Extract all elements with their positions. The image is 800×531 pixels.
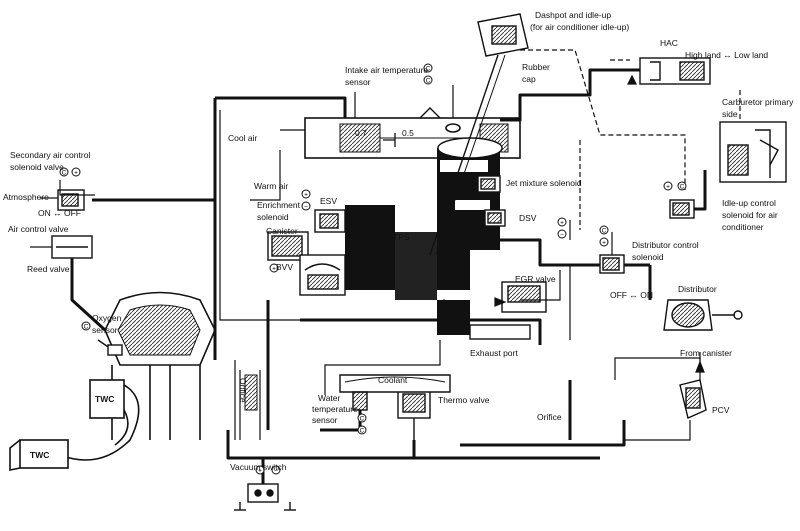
from-canister-label: From canister (680, 348, 732, 358)
intake-air-label-1: Intake air temperature (345, 65, 429, 75)
terminal-mark: − (560, 232, 564, 239)
terminal-mark: + (272, 266, 276, 273)
idle-up-label-3: conditioner (722, 222, 764, 232)
twc-label-2: TWC (30, 450, 50, 460)
terminal-mark: C (360, 416, 365, 423)
terminal-mark: C (360, 428, 365, 435)
tps-label: TPS (393, 232, 410, 242)
oxygen-label-1: Oxygen (92, 313, 122, 323)
dist-ctrl-label-1: Distributor control (632, 240, 699, 250)
secondary-air-label-2: solenoid valve (10, 162, 64, 172)
egr-valve (469, 281, 547, 340)
bvv-label: BVV (276, 262, 294, 272)
thermo-valve-label: Thermo valve (438, 395, 490, 405)
air-cleaner (304, 107, 521, 159)
intake-air-label-2: sensor (345, 77, 371, 87)
coolant-label: Coolant (378, 375, 408, 385)
canister-label: Canister (266, 226, 298, 236)
cool-air-label: Cool air (228, 133, 258, 143)
terminal-mark: + (666, 184, 670, 191)
warm-air-label: Warm air (254, 181, 289, 191)
idle-up-label-1: Idle-up control (722, 198, 776, 208)
reed-valve-label: Reed valve (27, 264, 70, 274)
vacuum-switch-label: Vacuum switch (230, 462, 287, 472)
twc-label-1: TWC (95, 394, 115, 404)
canister-bvv (267, 231, 346, 296)
on-off-label: ON ↔ OFF (38, 208, 81, 218)
carburetor-body (345, 137, 503, 335)
dashpot (429, 13, 529, 256)
dist-ctrl-label-2: solenoid (632, 252, 664, 262)
mark-07-label: 0.7 (355, 128, 367, 138)
jet-mixture-solenoid (477, 175, 501, 193)
dashed-hoses (520, 49, 741, 230)
carb-label-1: Carburetor primary (722, 97, 794, 107)
distributor (663, 299, 743, 331)
terminal-mark: + (258, 468, 262, 475)
mark-05-label: 0.5 (402, 128, 414, 138)
terminal-mark: C (84, 324, 89, 331)
terminal-mark: + (74, 170, 78, 177)
off-on-label: OFF ↔ ON (610, 290, 653, 300)
idle-up-label-2: solenoid for air (722, 210, 778, 220)
orifice-label: Orifice (537, 412, 562, 422)
hac-valve (639, 57, 711, 85)
egr-valve-label: EGR valve (515, 274, 556, 284)
dashpot-label: Dashpot and idle-up (535, 10, 612, 20)
idle-up-solenoid (669, 199, 695, 219)
oxygen-sensor (97, 339, 123, 356)
terminal-mark: C (680, 184, 685, 191)
terminal-mark: + (602, 240, 606, 247)
dashpot-sub-label: (for air conditioner idle-up) (530, 22, 630, 32)
terminal-markers (59, 63, 687, 475)
rubber-cap-label-2: cap (522, 74, 536, 84)
secondary-air-label-1: Secondary air control (10, 150, 91, 160)
water-temp-label-1: Water (318, 393, 341, 403)
terminal-mark: + (560, 220, 564, 227)
atmosphere-label: Atmosphere (3, 192, 49, 202)
coolant-chamber (339, 374, 451, 411)
terminal-mark: − (274, 468, 278, 475)
terminal-mark: + (304, 192, 308, 199)
jet-mixture-label: Jet mixture solenoid (506, 178, 582, 188)
thermo-valve (397, 389, 431, 440)
enrich-label-2: solenoid (257, 212, 289, 222)
twc-converters (9, 379, 140, 471)
dsv-label: DSV (519, 213, 537, 223)
terminal-mark: C (426, 66, 431, 73)
high-low-label: High land ↔ Low land (685, 50, 769, 60)
pcv-label: PCV (712, 405, 730, 415)
terminal-mark: C (602, 228, 607, 235)
enrich-label-1: Enrichment (257, 200, 300, 210)
esv-label: ESV (320, 196, 338, 206)
distributor-label: Distributor (678, 284, 717, 294)
air-control-valve-label: Air control valve (8, 224, 69, 234)
terminal-mark: C (426, 78, 431, 85)
carb-label-2: side (722, 109, 738, 119)
carburetor-primary (719, 121, 787, 183)
terminal-mark: − (304, 204, 308, 211)
distributor-control-solenoid (599, 254, 625, 274)
dsv-solenoid (484, 209, 506, 227)
terminal-mark: C (62, 170, 67, 177)
water-temp-label-2: temperature (312, 404, 358, 414)
rubber-cap-label-1: Rubber (522, 62, 550, 72)
hac-label: HAC (660, 38, 678, 48)
vacuum-switch (234, 483, 296, 511)
esv-solenoid (314, 209, 346, 233)
exhaust-port-label: Exhaust port (470, 348, 518, 358)
engine-manifold (104, 291, 261, 440)
water-temp-label-3: sensor (312, 415, 338, 425)
pcv-valve (679, 379, 707, 419)
flow-arrows (439, 74, 705, 373)
orifice-vert-label: Orifice (238, 378, 248, 403)
oxygen-label-2: sensor (92, 325, 118, 335)
